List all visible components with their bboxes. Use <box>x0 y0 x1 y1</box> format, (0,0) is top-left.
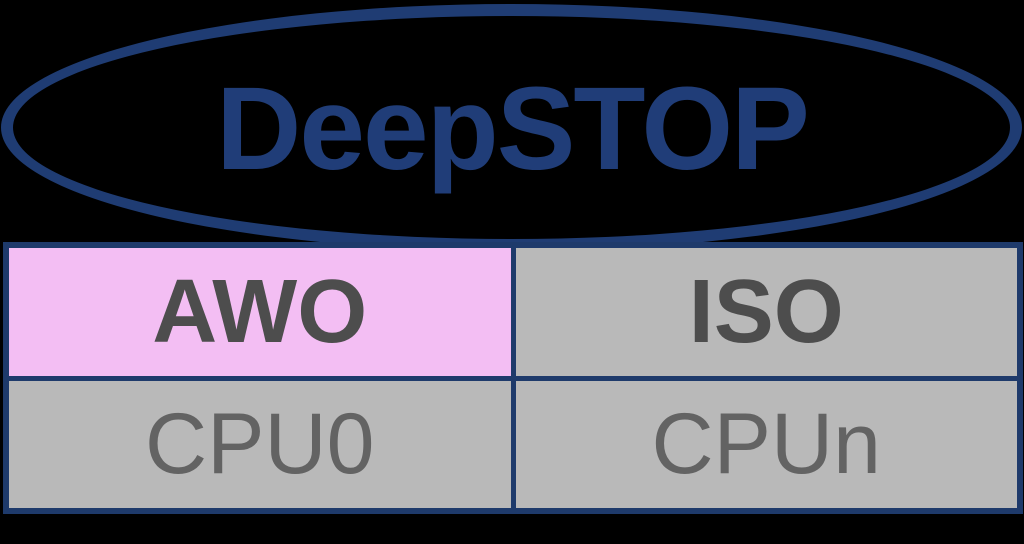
table-cell-iso: ISO <box>515 248 1017 376</box>
table-cell-cpun: CPUn <box>515 380 1017 508</box>
table-cell-awo: AWO <box>9 248 511 376</box>
power-domain-table: AWO ISO CPU0 CPUn <box>3 242 1023 514</box>
table-cell-cpu0: CPU0 <box>9 380 511 508</box>
deepstop-label: DeepSTOP <box>216 63 810 195</box>
